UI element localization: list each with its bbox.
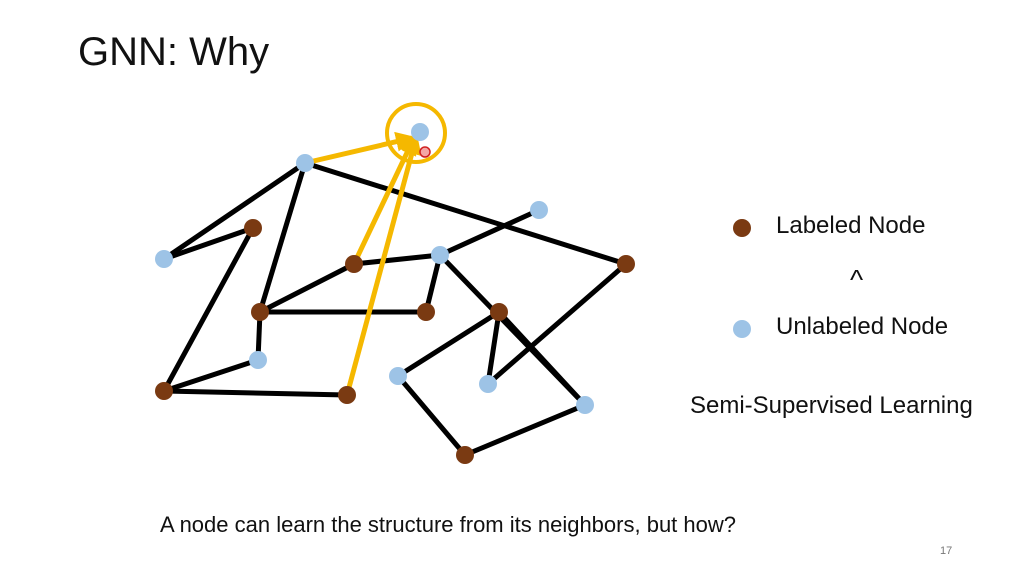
unlabeled-node <box>576 396 594 414</box>
labeled-node <box>617 255 635 273</box>
legend-unlabeled-text: Unlabeled Node <box>776 313 949 340</box>
graph-edge <box>395 309 502 379</box>
graph-edge <box>485 261 629 387</box>
focus-ring <box>385 102 447 164</box>
labeled-node-legend-icon <box>733 219 751 237</box>
slide-number: 17 <box>940 545 953 557</box>
message-arrow <box>304 131 416 166</box>
graph-edge <box>302 160 629 267</box>
graph-edge <box>161 225 256 394</box>
labeled-node <box>417 303 435 321</box>
graph-edge <box>395 373 468 458</box>
labeled-node <box>244 219 262 237</box>
unlabeled-node <box>155 250 173 268</box>
graph-edge <box>485 309 502 387</box>
unlabeled-node <box>249 351 267 369</box>
unlabeled-node <box>431 246 449 264</box>
graph-edge <box>437 207 542 258</box>
labeled-node <box>338 386 356 404</box>
labeled-node <box>155 382 173 400</box>
message-arrow <box>351 134 417 266</box>
graph-edge <box>161 388 350 398</box>
graph-edge <box>496 309 588 408</box>
message-arrow <box>344 134 422 396</box>
slide-caption: A node can learn the structure from its … <box>160 512 736 537</box>
graph-edge <box>161 225 256 262</box>
unlabeled-node <box>411 123 429 141</box>
graph-edge <box>161 160 308 262</box>
unlabeled-node <box>389 367 407 385</box>
graph-edge <box>257 261 357 315</box>
legend-method-text: Semi-Supervised Learning <box>690 392 973 419</box>
graph-edge <box>257 160 308 315</box>
labeled-node <box>490 303 508 321</box>
focus-marker-icon <box>419 146 431 158</box>
legend-relation: ^ <box>850 264 864 295</box>
legend-labeled-text: Labeled Node <box>776 212 926 239</box>
unlabeled-node <box>296 154 314 172</box>
unlabeled-node <box>530 201 548 219</box>
slide-title: GNN: Why <box>78 30 270 74</box>
labeled-node <box>251 303 269 321</box>
graph-edge <box>462 402 588 458</box>
graph-edge <box>161 357 261 394</box>
unlabeled-node-legend-icon <box>733 320 751 338</box>
labeled-node <box>456 446 474 464</box>
graph-edge <box>351 252 443 267</box>
graph-edge <box>423 252 443 315</box>
labeled-node <box>345 255 363 273</box>
unlabeled-node <box>479 375 497 393</box>
